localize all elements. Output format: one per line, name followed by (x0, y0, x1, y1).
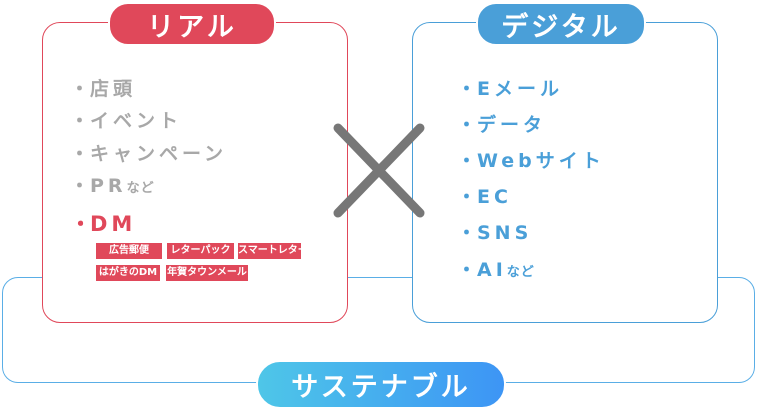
real-item: ・イベント (70, 110, 183, 132)
dm-tag: はがきのDM (96, 265, 160, 281)
real-item: ・キャンペーン (70, 143, 228, 165)
digital-item: ・データ (457, 114, 547, 136)
real-title: リアル (108, 2, 276, 46)
digital-item: ・Eメール (457, 78, 563, 100)
digital-item: ・EC (457, 186, 512, 208)
real-item: ・PRなど (70, 175, 155, 197)
dm-tag: レターパック (167, 243, 234, 259)
real-item: ・店頭 (70, 78, 137, 100)
digital-box (412, 22, 718, 323)
dm-tag: 広告郵便 (96, 243, 162, 259)
digital-title: デジタル (476, 2, 646, 46)
real-item-dm: ・DM (70, 212, 137, 236)
sustainable-title: サステナブル (256, 360, 506, 409)
digital-item: ・SNS (457, 222, 533, 244)
digital-item: ・Webサイト (457, 150, 605, 172)
digital-item: ・AIなど (457, 259, 535, 281)
cross-icon (333, 123, 425, 218)
dm-tag: スマートレター (238, 243, 308, 259)
dm-tag: 年賀タウンメール (166, 265, 248, 281)
